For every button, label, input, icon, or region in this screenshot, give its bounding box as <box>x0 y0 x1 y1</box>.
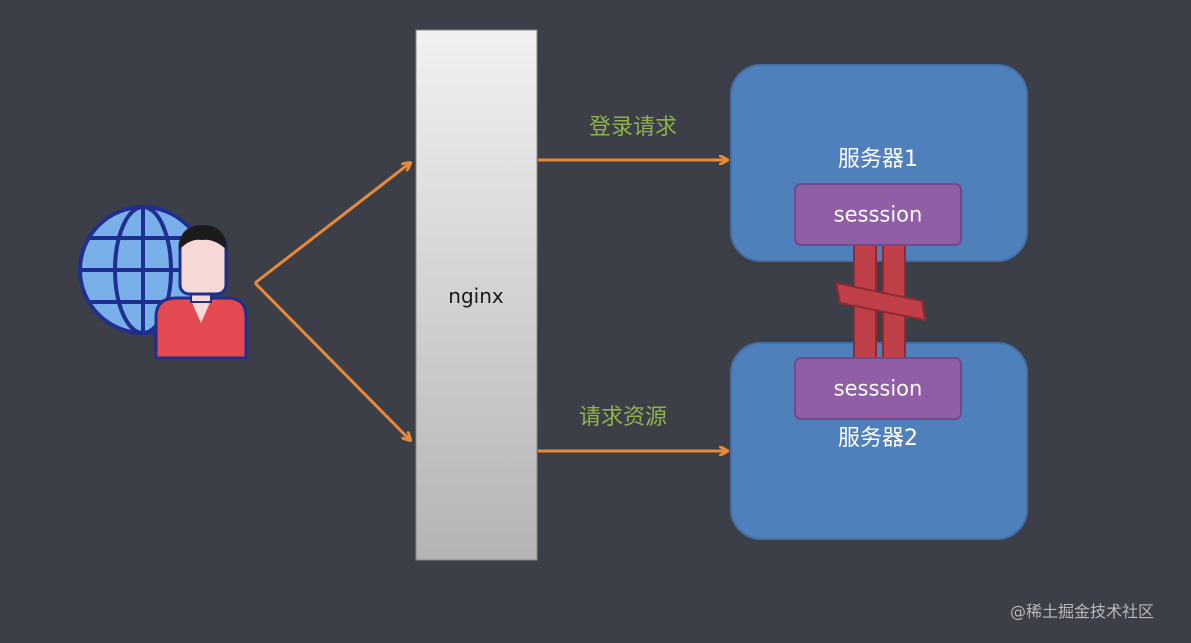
session-2-label: sesssion <box>833 376 923 401</box>
server-2-title: 服务器2 <box>838 426 918 451</box>
resource-request-label: 请求资源 <box>578 405 668 430</box>
client-to-nginx-arrow-bottom <box>253 281 410 440</box>
user-icon <box>154 225 248 360</box>
client-to-nginx-arrow-top <box>254 163 410 285</box>
nginx-box <box>415 29 538 561</box>
session-1-label: sesssion <box>833 202 923 227</box>
watermark: @稀土掘金技术社区 <box>1010 602 1155 621</box>
server-1-title: 服务器1 <box>838 147 918 172</box>
nginx-label: nginx <box>448 284 504 308</box>
login-request-label: 登录请求 <box>588 115 678 140</box>
session-1-box <box>794 183 962 246</box>
session-2-box <box>794 357 962 420</box>
